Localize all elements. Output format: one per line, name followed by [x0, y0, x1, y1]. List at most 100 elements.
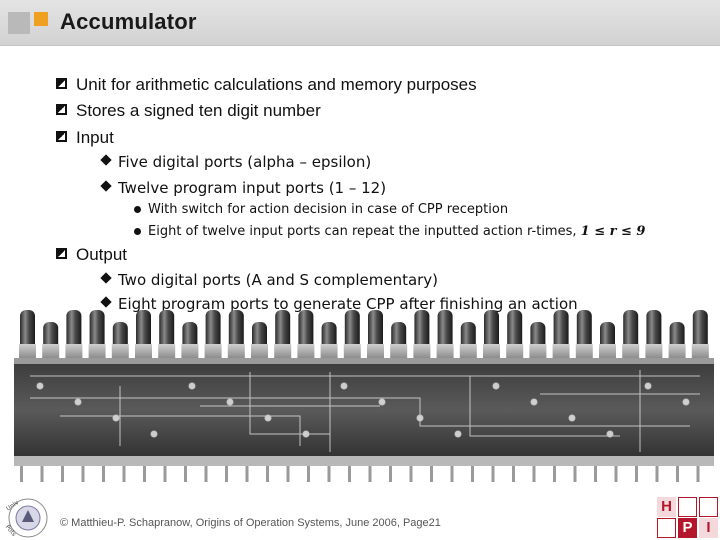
connector-pin [266, 466, 269, 482]
component-dot [492, 382, 500, 390]
bullet-text: Twelve program input ports (1 – 12) [118, 179, 387, 197]
hpi-letter-i: I [699, 518, 718, 538]
connector-pins [20, 466, 700, 482]
diamond-bullet-icon [100, 154, 112, 166]
component-dot [378, 398, 386, 406]
component-dot [150, 430, 158, 438]
tube-base [251, 344, 268, 358]
connector-pin [471, 466, 474, 482]
bullet-text: Five digital ports (alpha – epsilon) [118, 153, 372, 171]
component-dot [74, 398, 82, 406]
hpi-logo: H P I [657, 495, 719, 540]
tube-base [158, 344, 176, 358]
accumulator-photo [14, 310, 714, 482]
diamond-bullet-icon [100, 272, 112, 284]
tube-base [552, 344, 570, 358]
connector-pin [676, 466, 679, 482]
tube-base [645, 344, 663, 358]
connector-pin [532, 466, 536, 482]
diamond-bullet-icon [100, 180, 112, 192]
bullet-text: Two digital ports (A and S complementary… [118, 271, 439, 289]
tube-base [343, 344, 361, 358]
square-bullet-icon [56, 248, 67, 259]
connector-pin [430, 466, 433, 482]
tube-base [575, 344, 593, 358]
hpi-blank-cell [657, 518, 676, 538]
tube-base [459, 344, 477, 358]
bullet-text: Eight of twelve input ports can repeat t… [148, 224, 577, 239]
header-bar: Accumulator [0, 0, 720, 46]
hpi-blank-cell [699, 497, 718, 517]
square-bullet-icon [56, 104, 67, 115]
component-dot [264, 414, 272, 422]
square-bullet-icon [56, 131, 67, 142]
tube-base [204, 344, 222, 358]
university-seal-logo: Univ Pots [4, 498, 48, 538]
component-dot [36, 382, 44, 390]
tube-base [622, 344, 640, 358]
bullet-level2: Two digital ports (A and S complementary… [100, 271, 439, 289]
chassis [14, 358, 714, 462]
tube-base [668, 344, 686, 358]
connector-pin [450, 466, 454, 482]
bullet-text: Stores a signed ten digit number [76, 101, 321, 120]
tube-base [691, 344, 709, 358]
tube-base [135, 344, 152, 358]
connector-pin [184, 466, 187, 482]
tube-base [88, 344, 106, 358]
hpi-letter-p: P [678, 518, 697, 538]
dot-bullet-icon [134, 228, 141, 235]
bullet-text: Input [76, 128, 114, 147]
wiring [30, 370, 700, 452]
tube-base [19, 344, 36, 358]
tube-base [42, 344, 60, 358]
bullet-text: Unit for arithmetic calculations and mem… [76, 75, 477, 94]
connector-pin [143, 466, 146, 482]
connector-pin [553, 466, 556, 482]
bullet-text: Output [76, 245, 128, 264]
connector-pin [81, 466, 85, 482]
component-dot [682, 398, 690, 406]
hpi-letter-h: H [657, 497, 676, 517]
component-dot [188, 382, 196, 390]
connector-pin [327, 466, 331, 482]
bullet-level1: Stores a signed ten digit number [56, 101, 321, 121]
component-dot [226, 398, 234, 406]
component-dot [606, 430, 614, 438]
tube-base [111, 344, 129, 358]
bullet-level2: Twelve program input ports (1 – 12) [100, 179, 387, 197]
bullet-level1: Input [56, 128, 114, 148]
bullet-level3: With switch for action decision in case … [134, 202, 509, 217]
bullet-level2: Five digital ports (alpha – epsilon) [100, 153, 372, 171]
component-dot [454, 430, 462, 438]
connector-pin [286, 466, 290, 482]
hpi-blank-cell [678, 497, 697, 517]
connector-pin [368, 466, 372, 482]
connector-pin [655, 466, 659, 482]
connector-pin [389, 466, 392, 482]
connector-pin [594, 466, 597, 482]
svg-text:Pots: Pots [4, 524, 17, 538]
tube-base [274, 344, 292, 358]
square-bullet-icon [56, 78, 67, 89]
tube-base [413, 344, 431, 358]
connector-pin [307, 466, 310, 482]
connector-pin [61, 466, 64, 482]
tube-base [65, 344, 83, 358]
bullet-level1: Output [56, 245, 128, 265]
tube-base [436, 344, 454, 358]
connector-pin [40, 466, 44, 482]
connector-pin [696, 466, 700, 482]
component-dot [530, 398, 538, 406]
bullet-text: With switch for action decision in case … [148, 202, 509, 217]
range-formula: 1 ≤ r ≤ 9 [580, 224, 646, 239]
connector-pin [20, 466, 23, 482]
wire [60, 415, 301, 446]
tube-base [320, 344, 338, 358]
connector-pin [614, 466, 618, 482]
bullet-level2: Eight program ports to generate CPP afte… [100, 295, 578, 313]
tube-base [367, 344, 384, 358]
tube-base [297, 344, 315, 358]
connector-pin [225, 466, 228, 482]
bullet-text: Eight program ports to generate CPP afte… [118, 295, 578, 313]
